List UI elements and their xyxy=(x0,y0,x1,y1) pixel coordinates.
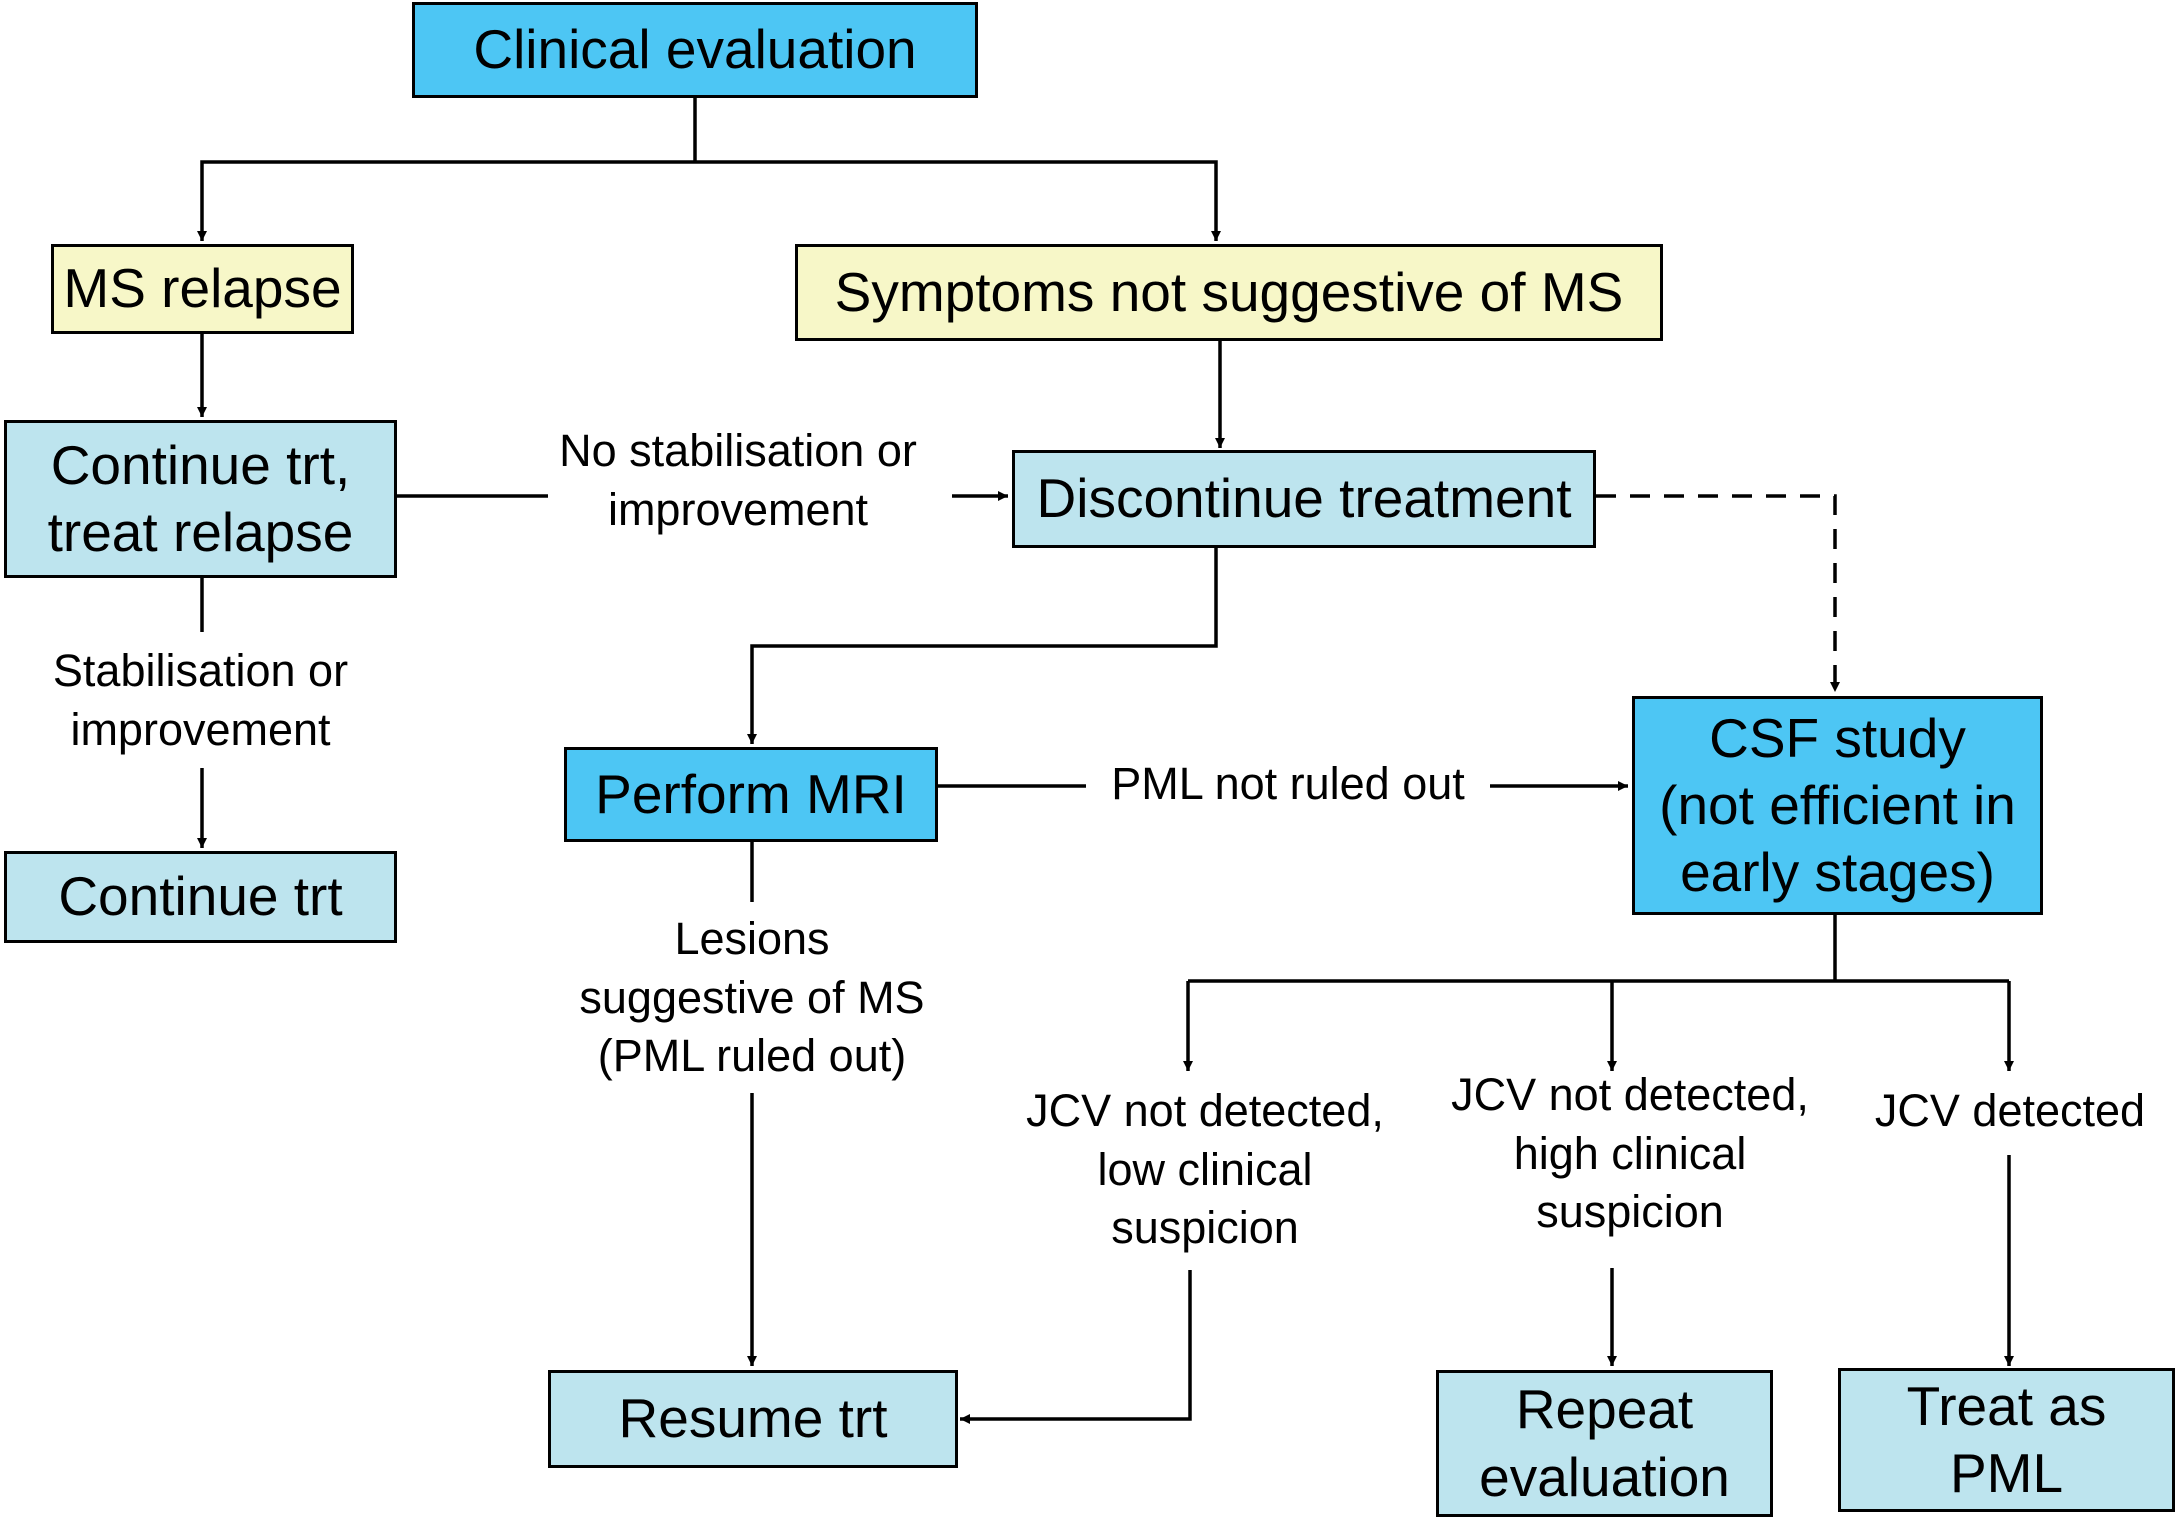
node-perform-mri: Perform MRI xyxy=(564,747,938,842)
label-pml-not-ruled-out: PML not ruled out xyxy=(1111,758,1465,809)
node-treat-as-pml: Treat as PML xyxy=(1838,1368,2175,1512)
edge-discontinue-to-mri xyxy=(747,548,1218,744)
label-jcv-detected: JCV detected xyxy=(1874,1085,2146,1136)
label-no-stabilisation: No stabilisation or improvement xyxy=(559,425,917,535)
edge-clinical-to-symptoms xyxy=(695,160,1221,241)
label-lesions-suggestive: Lesions suggestive of MS (PML ruled out) xyxy=(579,913,925,1081)
node-discontinue-treatment: Discontinue treatment xyxy=(1012,450,1596,548)
edge-clinical-to-ms-relapse xyxy=(197,160,695,241)
label-stabilisation: Stabilisation or improvement xyxy=(52,645,349,755)
node-clinical-evaluation: Clinical evaluation xyxy=(412,2,978,98)
edge-discontinue-to-csf-dashed xyxy=(1596,494,1840,692)
node-csf-study: CSF study (not efficient in early stages… xyxy=(1632,696,2043,915)
node-ms-relapse: MS relapse xyxy=(51,244,354,334)
node-resume-trt: Resume trt xyxy=(548,1370,958,1468)
label-jcv-low-suspicion: JCV not detected, low clinical suspicion xyxy=(1026,1085,1384,1253)
node-continue-trt: Continue trt xyxy=(4,851,397,943)
label-jcv-high-suspicion: JCV not detected, high clinical suspicio… xyxy=(1451,1069,1809,1237)
edge-jcv-low-to-resume xyxy=(960,1270,1192,1424)
node-repeat-evaluation: Repeat evaluation xyxy=(1436,1370,1773,1517)
node-symptoms-not-suggestive: Symptoms not suggestive of MS xyxy=(795,244,1663,341)
node-continue-treat-relapse: Continue trt, treat relapse xyxy=(4,420,397,578)
